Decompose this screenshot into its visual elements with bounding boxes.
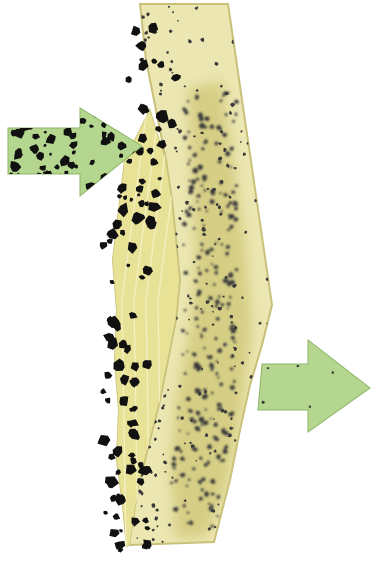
speckle xyxy=(131,17,133,19)
inflow-particle xyxy=(102,183,106,187)
inflow-particle xyxy=(30,184,39,191)
outflow-arrow xyxy=(258,340,370,432)
contaminant-particle xyxy=(100,242,108,250)
depth-particle xyxy=(208,296,213,300)
inflow-particle xyxy=(41,184,51,192)
inflow-particle xyxy=(45,113,54,122)
speckle xyxy=(267,180,270,183)
contaminant-particle xyxy=(100,388,106,394)
speckle xyxy=(132,65,136,69)
speckle xyxy=(272,178,275,181)
speckle xyxy=(263,507,267,511)
speckle xyxy=(243,498,247,501)
inflow-particle xyxy=(115,116,120,122)
speckle xyxy=(138,36,140,39)
contaminant-particle xyxy=(131,26,141,36)
speckle xyxy=(252,156,254,158)
speckle xyxy=(223,516,227,520)
speckle xyxy=(238,504,241,507)
speckle xyxy=(147,101,151,105)
speckle xyxy=(258,91,260,93)
speckle xyxy=(249,537,251,539)
contaminant-particle xyxy=(105,372,113,379)
speckle xyxy=(248,462,250,464)
speckle xyxy=(268,61,271,64)
speckle xyxy=(139,92,141,94)
inflow-particle xyxy=(107,179,114,185)
speckle xyxy=(271,356,275,359)
speckle xyxy=(234,465,239,470)
inflow-particle xyxy=(38,107,45,113)
inflow-particle xyxy=(14,112,17,115)
contaminant-particle xyxy=(126,76,132,83)
speckle xyxy=(272,21,276,25)
speckle xyxy=(263,4,268,8)
outflow-particle xyxy=(264,344,267,346)
inflow-particle xyxy=(48,189,57,199)
speckle xyxy=(264,122,267,126)
contaminant-particle xyxy=(109,529,119,537)
inflow-particle xyxy=(102,187,110,195)
inflow-particle xyxy=(15,108,24,119)
contaminant-particle xyxy=(113,513,121,519)
inflow-particle xyxy=(11,186,19,193)
inflow-particle xyxy=(13,104,21,111)
speckle xyxy=(268,435,272,440)
speckle xyxy=(249,425,251,427)
speckle xyxy=(131,39,135,44)
speckle xyxy=(269,235,272,238)
speckle xyxy=(148,91,151,96)
outflow-particle xyxy=(282,355,285,358)
inflow-particle xyxy=(42,191,48,197)
speckle xyxy=(229,521,233,525)
speckle xyxy=(249,413,252,416)
speckle xyxy=(263,68,266,72)
speckle xyxy=(268,132,271,135)
speckle xyxy=(151,110,153,112)
inflow-particle xyxy=(61,106,68,114)
speckle xyxy=(259,21,263,24)
speckle xyxy=(254,481,259,485)
contaminant-particle xyxy=(107,239,113,244)
contaminant-particle xyxy=(119,529,123,532)
speckle xyxy=(270,100,274,104)
inflow-particle xyxy=(67,183,75,189)
speckle xyxy=(253,60,257,65)
speckle xyxy=(226,538,229,541)
speckle xyxy=(235,530,238,533)
speckle xyxy=(254,504,257,506)
inflow-particle xyxy=(52,116,61,125)
right-arrow-icon xyxy=(258,340,370,432)
inflow-particle xyxy=(118,173,121,175)
contaminant-particle xyxy=(118,548,124,553)
outflow-particle xyxy=(334,423,337,427)
speckle xyxy=(262,468,266,472)
inflow-particle xyxy=(61,122,64,126)
outflow-particle xyxy=(359,419,361,421)
inflow-particle xyxy=(18,188,24,194)
speckle xyxy=(233,495,237,498)
contaminant-particle xyxy=(105,398,110,404)
outflow-particle xyxy=(336,346,339,349)
contaminant-particle xyxy=(98,435,111,446)
inflow-particle xyxy=(16,110,23,118)
depth-particle xyxy=(216,317,220,320)
speckle xyxy=(251,410,255,413)
speckle xyxy=(260,450,263,453)
inflow-particle xyxy=(94,184,103,192)
contaminant-particle xyxy=(119,396,128,406)
inflow-particle xyxy=(44,186,56,197)
inflow-particle xyxy=(129,122,132,125)
speckle xyxy=(252,532,256,536)
contaminant-particle xyxy=(103,511,108,515)
speckle xyxy=(255,449,258,452)
